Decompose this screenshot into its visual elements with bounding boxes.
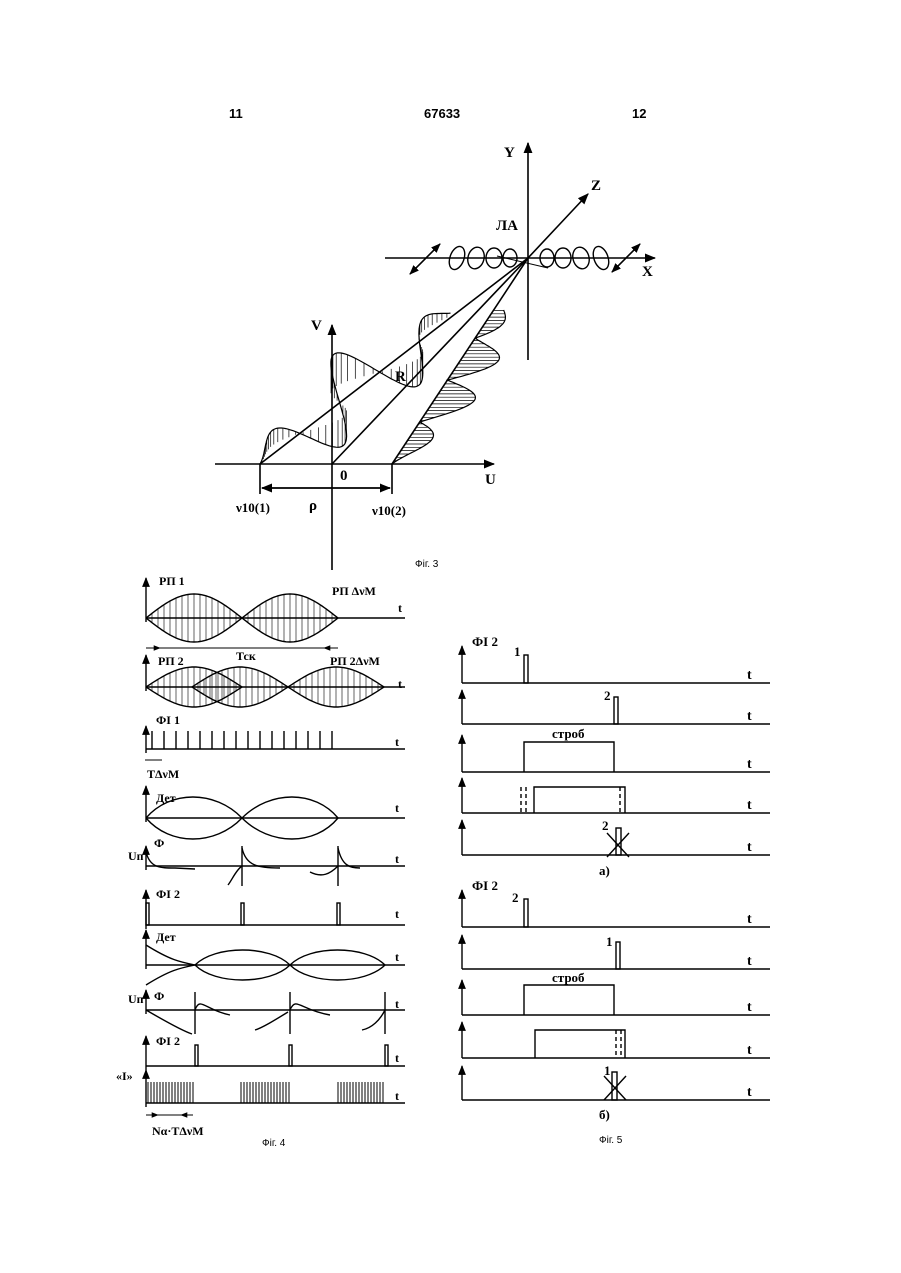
fi2b-pulse-0 bbox=[195, 1045, 198, 1066]
label-a-2: 2 bbox=[604, 688, 611, 703]
ray-2 bbox=[392, 258, 528, 464]
i-burst-0 bbox=[148, 1082, 193, 1103]
fi2b-pulse-2 bbox=[385, 1045, 388, 1066]
label-strob-b: строб bbox=[552, 970, 585, 985]
label-rp2-right: РП 2ΔνМ bbox=[330, 654, 380, 668]
b-strob bbox=[524, 985, 614, 1015]
label-fi2-5a: ФІ 2 bbox=[472, 634, 498, 649]
label-rp1: РП 1 bbox=[159, 574, 185, 588]
label-fi2-a: ФІ 2 bbox=[156, 887, 180, 901]
fi1-pulses bbox=[152, 731, 332, 749]
i-burst-1 bbox=[241, 1082, 289, 1103]
label-a-1: 1 bbox=[514, 644, 521, 659]
label-tck: Тск bbox=[236, 649, 256, 663]
fig5-caption: Фіг. 5 bbox=[599, 1135, 623, 1146]
label-v: V bbox=[311, 318, 322, 334]
label-un1: Uп bbox=[128, 849, 144, 863]
fig5-t-labels: t t t t t t t t t t bbox=[747, 668, 752, 1100]
a-pulse-out bbox=[616, 828, 621, 855]
fig5-t-label-3: t bbox=[747, 798, 752, 813]
fig4-t-label-6: t bbox=[395, 950, 399, 964]
label-nu1: ν10(1) bbox=[235, 500, 270, 515]
fig4-t-label-5: t bbox=[395, 907, 399, 921]
label-phi2: Ф bbox=[154, 989, 164, 1003]
fig4-caption: Фіг. 4 bbox=[262, 1138, 286, 1149]
label-n: Nα·TΔνМ bbox=[152, 1124, 204, 1138]
label-strob-a: строб bbox=[552, 726, 585, 741]
label-la: ЛА bbox=[496, 218, 518, 234]
label-part-b: б) bbox=[599, 1107, 610, 1122]
fig4-t-label-9: t bbox=[395, 1089, 399, 1103]
label-b-1b: 1 bbox=[604, 1063, 611, 1078]
antenna-lobes bbox=[410, 244, 640, 274]
fig3-labels: Y Z ЛА X V U R 0 ρ ν10(1) ν10(2) bbox=[235, 145, 653, 518]
fig5-t-label-9: t bbox=[747, 1085, 752, 1100]
a-pulse-2 bbox=[614, 697, 618, 724]
b-gate bbox=[535, 1030, 625, 1058]
label-fi1: ФІ 1 bbox=[156, 713, 180, 727]
fig5-t-label-5: t bbox=[747, 912, 752, 927]
fig5-t-label-2: t bbox=[747, 757, 752, 772]
label-nu2: ν10(2) bbox=[371, 503, 406, 518]
label-det2: Дет bbox=[156, 930, 176, 944]
fig5-diagram bbox=[462, 646, 770, 1100]
fig5-t-label-6: t bbox=[747, 954, 752, 969]
label-fi2-b: ФІ 2 bbox=[156, 1034, 180, 1048]
a-pulse-1 bbox=[524, 655, 528, 683]
b-pulse-1 bbox=[616, 942, 620, 969]
label-rp1-right: РП ΔνМ bbox=[332, 584, 376, 598]
fi2-pulses-1 bbox=[146, 903, 340, 925]
label-un2: Uп bbox=[128, 992, 144, 1006]
fig3-caption: Фіг. 3 bbox=[415, 559, 439, 570]
label-i: «І» bbox=[116, 1069, 133, 1083]
fig4-t-label-8: t bbox=[395, 1051, 399, 1065]
label-rho: ρ bbox=[309, 498, 317, 514]
label-origin: 0 bbox=[340, 468, 348, 484]
fig5-t-label-0: t bbox=[747, 668, 752, 683]
fi2b-pulse-1 bbox=[289, 1045, 292, 1066]
a-gate bbox=[534, 787, 625, 813]
z-axis bbox=[528, 194, 588, 258]
label-fi2-5b: ФІ 2 bbox=[472, 878, 498, 893]
label-x: X bbox=[642, 264, 653, 280]
fig5-t-label-1: t bbox=[747, 709, 752, 724]
wave-nu2 bbox=[392, 310, 505, 464]
label-a-2b: 2 bbox=[602, 818, 609, 833]
phi2-curve bbox=[146, 1004, 385, 1034]
label-u: U bbox=[485, 472, 496, 488]
fig5-t-label-7: t bbox=[747, 1000, 752, 1015]
fi2-pulses-2 bbox=[195, 1045, 388, 1066]
label-t-dnu: TΔνМ bbox=[147, 767, 179, 781]
fig4-t-label-2: t bbox=[395, 735, 399, 749]
fig3-diagram bbox=[215, 143, 655, 570]
fig4-t-label-1: t bbox=[398, 677, 402, 691]
label-r: R bbox=[395, 369, 406, 385]
fi2a-pulse-0 bbox=[146, 903, 149, 925]
fig4-t-label-4: t bbox=[395, 852, 399, 866]
i-burst-2 bbox=[338, 1082, 383, 1103]
a-strob bbox=[524, 742, 614, 772]
fig5-labels: ФІ 2 1 2 строб 2 а) ФІ 2 2 1 строб 1 б) bbox=[472, 634, 613, 1122]
label-b-2: 2 bbox=[512, 890, 519, 905]
b-pulse-2 bbox=[524, 899, 528, 927]
i-bursts bbox=[148, 1082, 383, 1103]
fi2a-pulse-1 bbox=[241, 903, 244, 925]
label-det1: Дет bbox=[156, 791, 176, 805]
fig5-t-label-4: t bbox=[747, 840, 752, 855]
fig5-t-label-8: t bbox=[747, 1043, 752, 1058]
fi1-pulse-train bbox=[152, 731, 332, 749]
fig4-t-label-7: t bbox=[395, 997, 399, 1011]
label-z: Z bbox=[591, 178, 601, 194]
label-y: Y bbox=[504, 145, 515, 161]
fi2a-pulse-2 bbox=[337, 903, 340, 925]
fig4-t-labels: t t t t t t t t t t bbox=[395, 601, 402, 1103]
fig4-t-label-3: t bbox=[395, 801, 399, 815]
label-b-1: 1 bbox=[606, 934, 613, 949]
label-rp2: РП 2 bbox=[158, 654, 184, 668]
phi2-signal bbox=[146, 992, 385, 1034]
label-phi1: Ф bbox=[154, 836, 164, 850]
label-part-a: а) bbox=[599, 863, 610, 878]
fig4-t-label-0: t bbox=[398, 601, 402, 615]
